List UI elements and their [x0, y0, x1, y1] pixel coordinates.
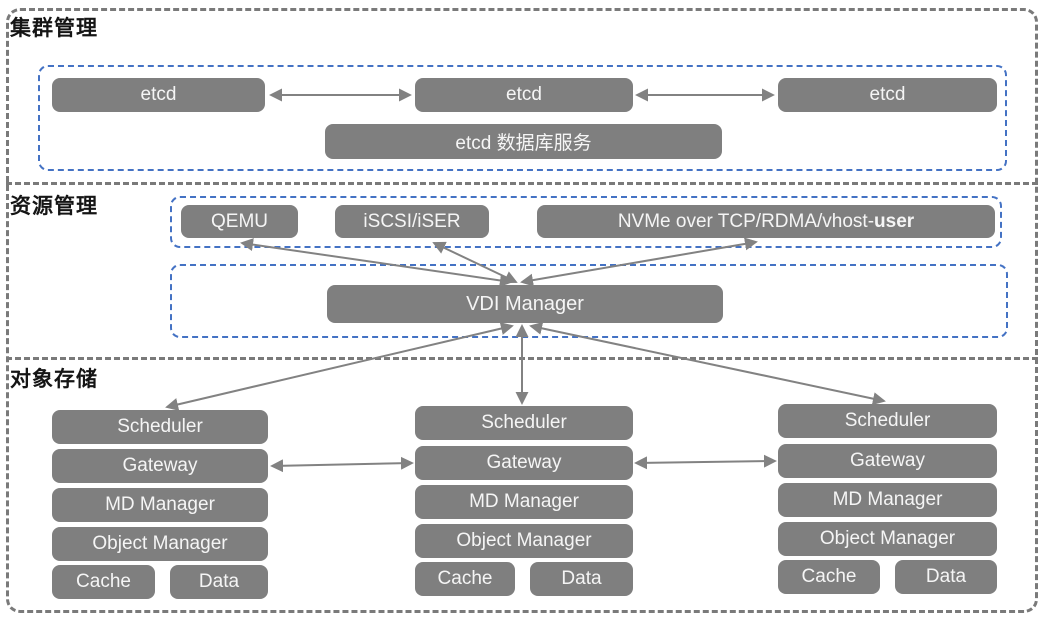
nvme-label-bold: user — [874, 210, 915, 232]
md-manager-node-left: MD Manager — [52, 488, 268, 522]
cache-node-right: Cache — [778, 560, 880, 594]
storage-section-title: 对象存储 — [10, 368, 98, 391]
gateway-node-middle: Gateway — [415, 446, 633, 480]
section-separator-1 — [6, 182, 1038, 185]
gateway-node-left: Gateway — [52, 449, 268, 483]
nvme-node: NVMe over TCP/RDMA/vhost-user — [537, 205, 995, 238]
etcd-node-1: etcd — [52, 78, 265, 112]
cluster-section-title: 集群管理 — [10, 17, 98, 40]
etcd-node-3: etcd — [778, 78, 997, 112]
etcd-db-service-node: etcd 数据库服务 — [325, 124, 722, 159]
data-node-right: Data — [895, 560, 997, 594]
data-node-middle: Data — [530, 562, 633, 596]
scheduler-node-right: Scheduler — [778, 404, 997, 438]
etcd-node-2: etcd — [415, 78, 633, 112]
section-separator-2 — [6, 357, 1038, 360]
object-manager-node-middle: Object Manager — [415, 524, 633, 558]
object-manager-node-right: Object Manager — [778, 522, 997, 556]
gateway-node-right: Gateway — [778, 444, 997, 478]
cache-node-middle: Cache — [415, 562, 515, 596]
nvme-label-prefix: NVMe over TCP/RDMA/vhost- — [617, 210, 875, 232]
md-manager-node-right: MD Manager — [778, 483, 997, 517]
md-manager-node-middle: MD Manager — [415, 485, 633, 519]
scheduler-node-middle: Scheduler — [415, 406, 633, 440]
scheduler-node-left: Scheduler — [52, 410, 268, 444]
qemu-node: QEMU — [181, 205, 298, 238]
etcd-group-box — [38, 65, 1007, 171]
cache-node-left: Cache — [52, 565, 155, 599]
iscsi-node: iSCSI/iSER — [335, 205, 489, 238]
data-node-left: Data — [170, 565, 268, 599]
vdi-manager-node: VDI Manager — [327, 285, 723, 323]
diagram-outer-border — [6, 8, 1038, 613]
resource-section-title: 资源管理 — [10, 195, 98, 218]
object-manager-node-left: Object Manager — [52, 527, 268, 561]
